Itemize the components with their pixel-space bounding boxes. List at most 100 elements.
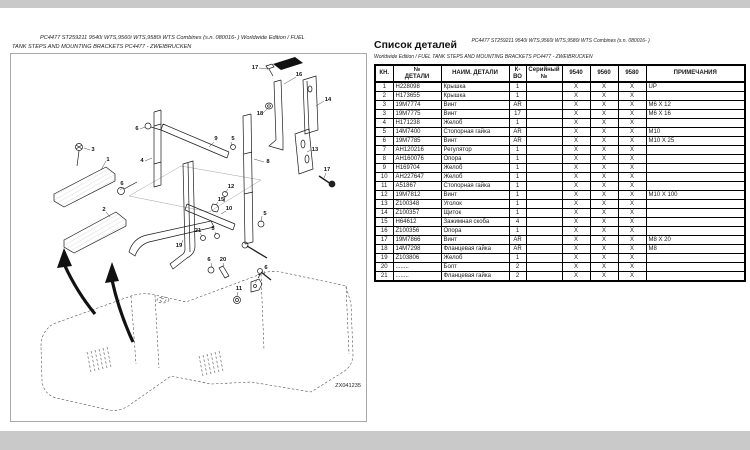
cell-qty: AR bbox=[508, 136, 527, 146]
cell-kn: 13 bbox=[374, 199, 394, 209]
cell-serial bbox=[525, 271, 563, 282]
cell-qty: AR bbox=[508, 100, 527, 110]
cell-m9560: X bbox=[589, 226, 619, 236]
cell-notes bbox=[645, 145, 746, 155]
parts-list-header: Список деталей PC4477 ST259211 9540i WTS… bbox=[374, 35, 744, 60]
cell-part: H169704 bbox=[392, 163, 442, 173]
page-header-left: PC4477 ST259211 9540i WTS,9560i WTS,9580… bbox=[12, 34, 364, 52]
cell-notes bbox=[645, 208, 746, 218]
cell-serial bbox=[525, 172, 563, 182]
cell-part: AH120216 bbox=[392, 145, 442, 155]
cell-notes bbox=[645, 253, 746, 263]
cell-qty: 1 bbox=[508, 208, 527, 218]
cell-part: H173655 bbox=[392, 91, 442, 101]
cell-m9580: X bbox=[617, 109, 647, 119]
cell-m9580: X bbox=[617, 235, 647, 245]
cell-m9580: X bbox=[617, 81, 647, 92]
col-header-9580: 9580 bbox=[617, 64, 647, 83]
cell-qty: 2 bbox=[508, 262, 527, 272]
cell-serial bbox=[525, 118, 563, 128]
cell-name: Регулятор bbox=[440, 145, 510, 155]
cell-m9560: X bbox=[589, 118, 619, 128]
cell-serial bbox=[525, 109, 563, 119]
callout-17: 17 bbox=[324, 167, 330, 173]
cell-kn: 2 bbox=[374, 91, 394, 101]
cell-qty: 1 bbox=[508, 81, 527, 92]
cell-m9540: X bbox=[561, 172, 591, 182]
cell-part: Z103806 bbox=[392, 253, 442, 263]
table-header-row: КН. № ДЕТАЛИ НАИМ. ДЕТАЛИ К- ВО Серийный… bbox=[374, 64, 746, 83]
cell-m9580: X bbox=[617, 136, 647, 146]
cell-m9580: X bbox=[617, 172, 647, 182]
callout-10: 10 bbox=[226, 206, 232, 212]
cell-notes: M8 X 20 bbox=[645, 235, 746, 245]
cell-part: H171238 bbox=[392, 118, 442, 128]
cell-qty: 1 bbox=[508, 172, 527, 182]
cell-serial bbox=[525, 190, 563, 200]
cell-serial bbox=[525, 91, 563, 101]
cell-name: Желоб bbox=[440, 253, 510, 263]
cell-name: Винт bbox=[440, 190, 510, 200]
cell-m9560: X bbox=[589, 199, 619, 209]
cell-name: Крышка bbox=[440, 91, 510, 101]
cell-m9540: X bbox=[561, 244, 591, 254]
cell-qty: 1 bbox=[508, 181, 527, 191]
col-header-qty: К- ВО bbox=[508, 64, 527, 83]
cell-notes bbox=[645, 154, 746, 164]
cell-m9560: X bbox=[589, 100, 619, 110]
cell-m9560: X bbox=[589, 81, 619, 92]
cell-m9540: X bbox=[561, 91, 591, 101]
cell-notes bbox=[645, 181, 746, 191]
cell-m9580: X bbox=[617, 253, 647, 263]
callout-6: 6 bbox=[264, 265, 268, 271]
cell-kn: 5 bbox=[374, 127, 394, 137]
callout-11: 11 bbox=[236, 286, 243, 292]
cell-part: 19M7774 bbox=[392, 100, 442, 110]
cell-notes bbox=[645, 172, 746, 182]
cell-part: AH227647 bbox=[392, 172, 442, 182]
cell-m9560: X bbox=[589, 145, 619, 155]
cell-notes bbox=[645, 91, 746, 101]
cell-part: Z100357 bbox=[392, 208, 442, 218]
callout-19: 19 bbox=[176, 243, 183, 249]
cell-qty: AR bbox=[508, 244, 527, 254]
header-left-line2: TANK STEPS AND MOUNTING BRACKETS PC4477 … bbox=[12, 43, 192, 50]
callout-15: 15 bbox=[218, 197, 225, 203]
cell-qty: 1 bbox=[508, 253, 527, 263]
cell-name: Фланцевая гайка bbox=[440, 271, 510, 282]
cell-m9560: X bbox=[589, 154, 619, 164]
cell-notes bbox=[645, 271, 746, 282]
cell-m9540: X bbox=[561, 127, 591, 137]
parts-list-title: Список деталей bbox=[374, 39, 457, 51]
cell-notes: M8 bbox=[645, 244, 746, 254]
cell-m9580: X bbox=[617, 190, 647, 200]
cell-qty: 1 bbox=[508, 91, 527, 101]
cell-m9580: X bbox=[617, 262, 647, 272]
cell-notes: M10 X 25 bbox=[645, 136, 746, 146]
col-header-serial: Серийный № bbox=[525, 64, 563, 83]
cell-name: Фланцевая гайка bbox=[440, 244, 510, 254]
catalog-page: PC4477 ST259211 9540i WTS,9560i WTS,9580… bbox=[0, 8, 750, 431]
cell-name: Желоб bbox=[440, 118, 510, 128]
cell-notes bbox=[645, 163, 746, 173]
cell-m9580: X bbox=[617, 91, 647, 101]
cell-serial bbox=[525, 235, 563, 245]
cell-part: Z100356 bbox=[392, 226, 442, 236]
cell-qty: 1 bbox=[508, 163, 527, 173]
cell-m9560: X bbox=[589, 262, 619, 272]
cell-part: ........ bbox=[392, 271, 442, 282]
callout-2: 2 bbox=[102, 207, 105, 213]
callout-5: 5 bbox=[263, 211, 267, 217]
cell-name: Уголок bbox=[440, 199, 510, 209]
cell-part: Z100348 bbox=[392, 199, 442, 209]
cell-serial bbox=[525, 163, 563, 173]
cell-name: Винт bbox=[440, 136, 510, 146]
cell-m9580: X bbox=[617, 271, 647, 282]
